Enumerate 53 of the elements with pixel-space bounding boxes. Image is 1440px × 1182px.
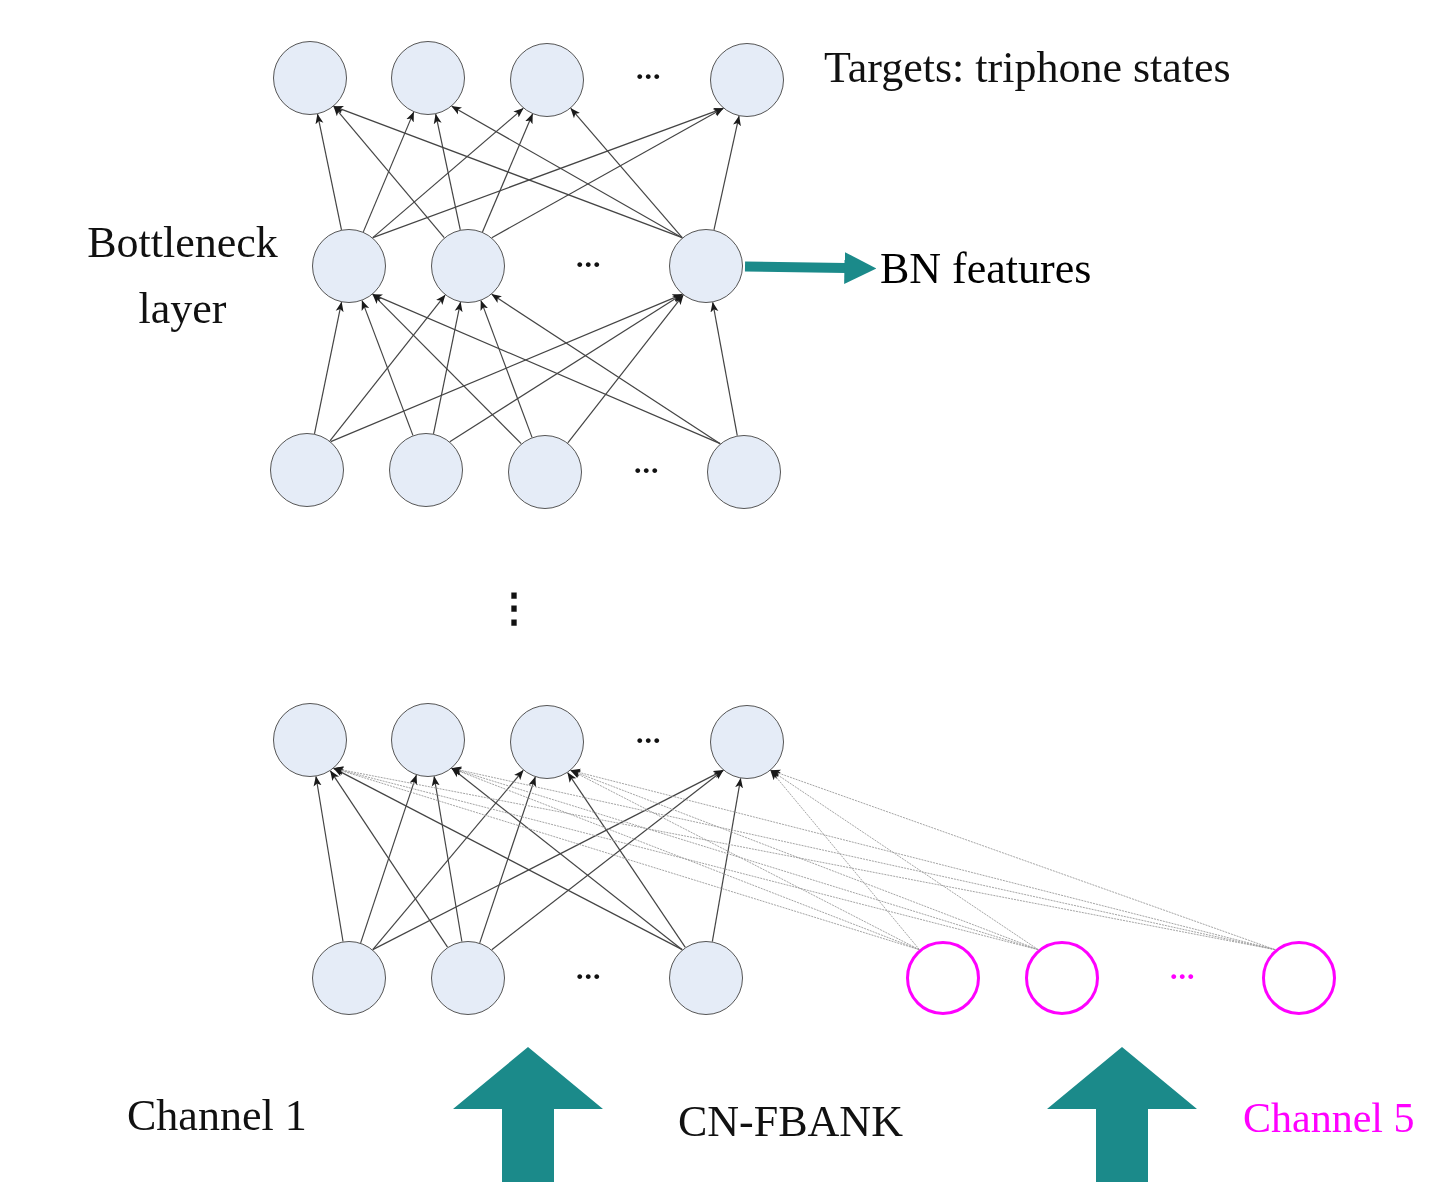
text-label: Channel 1	[127, 1092, 307, 1141]
ellipsis: ...	[636, 716, 662, 749]
ellipsis: ...	[634, 446, 660, 479]
connection-arrow	[480, 300, 533, 438]
vertical-ellipsis: ⋮	[494, 586, 534, 630]
connection-arrow	[491, 769, 724, 951]
connection-arrow	[479, 776, 537, 944]
neuron-circle	[669, 229, 743, 303]
connection-arrow	[330, 293, 683, 443]
connection-arrow	[570, 107, 683, 239]
output-arrow	[744, 251, 877, 284]
neuron-circle	[431, 229, 505, 303]
ellipsis: ...	[576, 240, 602, 273]
ellipsis: ...	[576, 952, 602, 985]
connection-arrow	[372, 293, 721, 445]
connection-arrow	[372, 107, 524, 239]
connection-arrow	[329, 294, 446, 442]
output-label: BN features	[880, 245, 1092, 294]
ellipsis: ...	[1170, 952, 1196, 985]
connection-arrow	[451, 767, 683, 951]
connection-arrow	[329, 770, 449, 948]
connection-arrow	[449, 293, 683, 443]
channel-label: Channel 5	[1243, 1095, 1415, 1142]
connection-arrow	[710, 301, 738, 437]
connection-arrow	[362, 111, 415, 233]
connection-arrow	[372, 769, 524, 951]
connection-arrow	[713, 115, 741, 231]
connection-arrow	[491, 107, 724, 239]
connection-arrow	[567, 294, 684, 444]
connection-arrow	[313, 775, 344, 943]
connection-arrow	[360, 774, 418, 944]
connection-arrow	[372, 769, 724, 951]
connection-arrow	[333, 105, 445, 239]
layer-label: Bottleneck layer	[86, 217, 279, 335]
text-label: CN-FBANK	[678, 1098, 903, 1147]
connection-arrow	[481, 113, 534, 233]
connection-arrow	[313, 301, 344, 435]
connection-arrow	[333, 105, 683, 239]
connection-arrow	[315, 113, 343, 231]
connection-arrow	[567, 772, 686, 948]
connection-arrow	[711, 777, 743, 943]
connection-arrow	[433, 113, 461, 231]
connection-arrow	[431, 775, 463, 943]
ellipsis: ...	[636, 52, 662, 85]
connection-arrow	[432, 301, 463, 435]
connection-arrow	[361, 300, 414, 436]
connection-arrow	[491, 293, 721, 445]
neuron-circle	[312, 229, 386, 303]
neuron-circle	[710, 705, 784, 779]
connection-arrow	[372, 293, 522, 445]
text-label: Targets: triphone states	[824, 44, 1231, 93]
connection-arrow	[451, 105, 683, 239]
connection-arrow	[333, 767, 683, 951]
